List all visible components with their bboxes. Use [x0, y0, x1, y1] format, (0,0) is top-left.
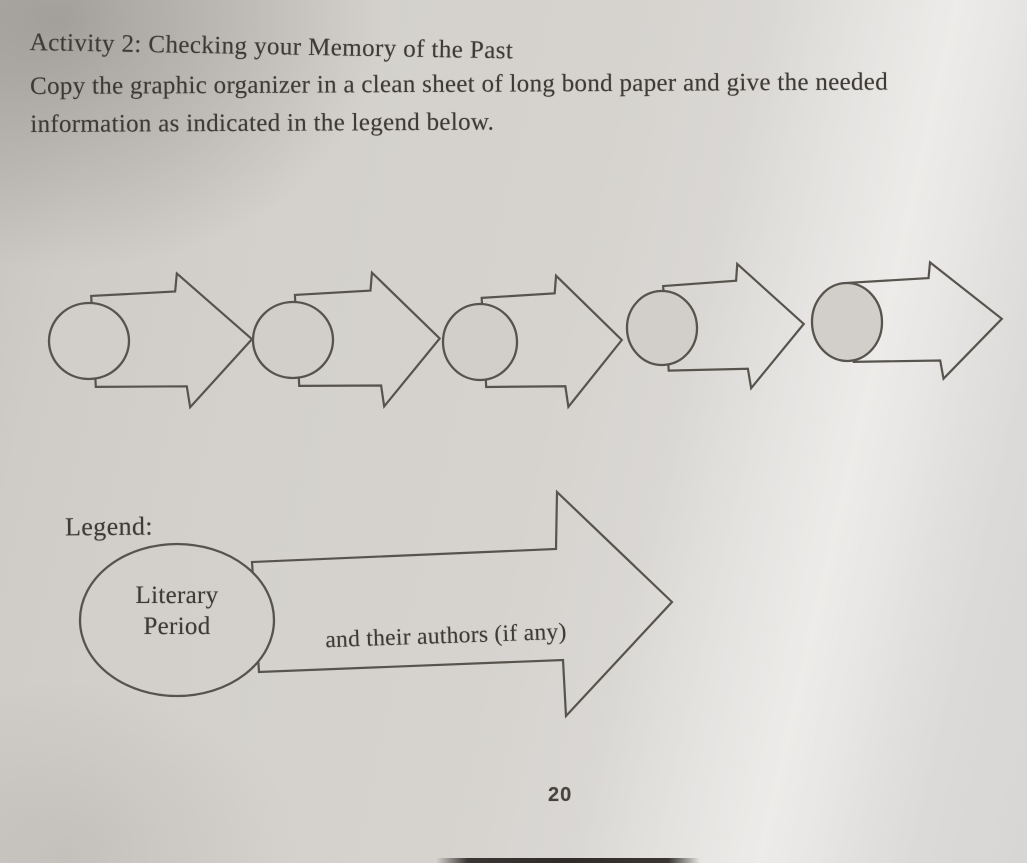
sequence-step — [251, 271, 441, 408]
activity-title: Activity 2: Checking your Memory of the … — [29, 29, 514, 65]
step-arrow — [481, 274, 623, 408]
step-circle — [625, 289, 699, 367]
instruction-line: Copy the graphic organizer in a clean sh… — [30, 68, 889, 100]
step-arrow — [662, 262, 805, 391]
page-number: 20 — [548, 784, 573, 806]
step-circle — [47, 301, 131, 381]
step-arrow — [295, 271, 441, 407]
legend-circle-line: Literary — [135, 582, 219, 609]
legend-arrow-text: and their authors (if any) — [324, 618, 568, 654]
step-circle — [441, 302, 519, 382]
instruction-line: information as indicated in the legend b… — [30, 108, 495, 138]
step-arrow — [91, 272, 253, 409]
step-circle — [810, 281, 884, 363]
legend-label: Legend: — [64, 511, 154, 542]
sequence-step — [47, 272, 253, 410]
legend-circle-text: Literary Period — [87, 580, 267, 642]
step-arrow — [848, 261, 1003, 382]
activity-instructions: Copy the graphic organizer in a clean sh… — [30, 64, 888, 144]
photo-shadow-bottom-left — [0, 663, 320, 863]
sequence-step — [810, 261, 1004, 383]
step-circle — [251, 300, 335, 380]
legend-circle-line: Period — [143, 613, 211, 640]
sequence-step — [625, 262, 806, 393]
desk-edge — [436, 858, 700, 863]
sequence-step — [441, 274, 624, 409]
legend-arrow-shape — [250, 489, 674, 719]
